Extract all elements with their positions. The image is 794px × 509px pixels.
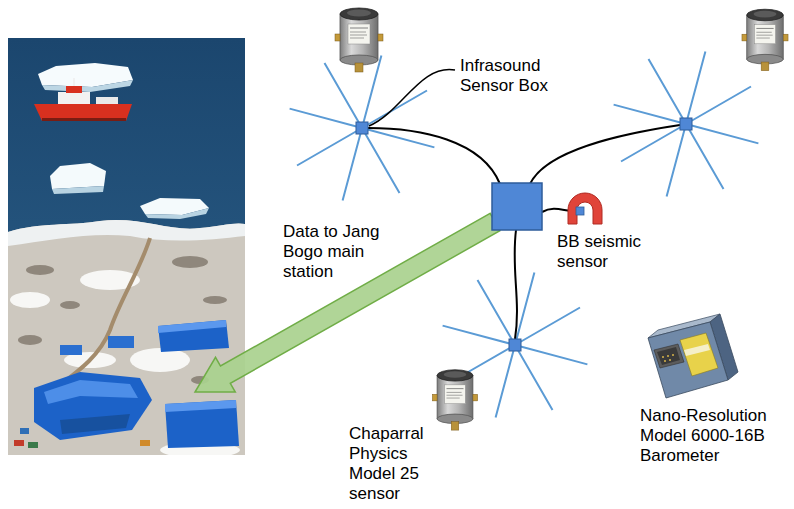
rocks [26, 265, 54, 275]
barometer-picture [664, 360, 666, 362]
station-building [44, 380, 138, 404]
barometer-picture [648, 322, 728, 398]
barometer-picture [667, 355, 669, 357]
station-building [34, 372, 152, 440]
building [158, 320, 226, 333]
road [60, 238, 150, 385]
ship [58, 92, 90, 104]
barometer-picture [684, 344, 710, 356]
iceberg [140, 198, 209, 219]
cable [368, 125, 680, 339]
barometer-picture [648, 314, 738, 398]
rocks [203, 296, 227, 304]
seismic-sensor [568, 193, 602, 224]
ship [42, 118, 126, 121]
iceberg [145, 208, 209, 219]
snow [10, 292, 50, 308]
barometer-picture [680, 333, 718, 376]
building [165, 400, 239, 448]
array-rays [614, 52, 759, 197]
sensor-picture [742, 9, 788, 70]
leader-line [369, 69, 455, 126]
cable [515, 230, 517, 339]
rocks [172, 256, 208, 268]
containers [14, 428, 150, 448]
land [8, 220, 245, 455]
barometer-picture [672, 354, 674, 356]
barometer-picture [657, 347, 680, 365]
station-building [60, 414, 130, 434]
sensor-box [356, 122, 368, 134]
building [60, 345, 82, 355]
seismic-sensor [568, 193, 602, 224]
barometer-picture [654, 344, 684, 368]
callout-label: Infrasound Sensor Box [460, 56, 570, 96]
containers [140, 440, 150, 446]
building [108, 336, 134, 348]
rocks [18, 335, 42, 345]
seismic-sensor [576, 207, 584, 215]
sensor-label: BB seismic sensor [557, 232, 657, 272]
iceberg [38, 63, 133, 92]
building [165, 400, 239, 448]
ship [66, 86, 82, 93]
picture-caption: Chaparral Physics Model 25 sensor [349, 424, 431, 504]
station-building [34, 372, 152, 440]
containers [28, 442, 38, 448]
ship [34, 104, 132, 121]
central-box [492, 183, 542, 230]
sensor-box [509, 339, 521, 351]
sensor-picture [432, 370, 477, 430]
barometer-picture [662, 356, 664, 358]
shore-ice [8, 220, 245, 246]
sensor-box [680, 118, 692, 130]
ship [34, 78, 132, 121]
array-rays [290, 56, 435, 201]
building [165, 400, 236, 412]
barometer-picture [669, 359, 671, 361]
cable [530, 125, 680, 184]
iceberg [50, 163, 106, 189]
rocks [18, 256, 227, 384]
rocks [60, 301, 80, 309]
snow [130, 348, 190, 372]
sensor-picture [335, 8, 383, 72]
cable [368, 128, 500, 184]
iceberg [52, 186, 104, 194]
ship [73, 78, 75, 86]
iceberg [50, 163, 106, 194]
data-arrow [195, 213, 500, 392]
picture-caption: Nano-Resolution Model 6000-16B Barometer [640, 406, 785, 466]
containers [14, 440, 24, 446]
containers [20, 428, 29, 434]
ship [96, 97, 118, 104]
iceberg [42, 80, 133, 92]
arrow-label: Data to Jang Bogo main station [283, 222, 391, 282]
building [158, 320, 229, 352]
building [158, 320, 229, 352]
